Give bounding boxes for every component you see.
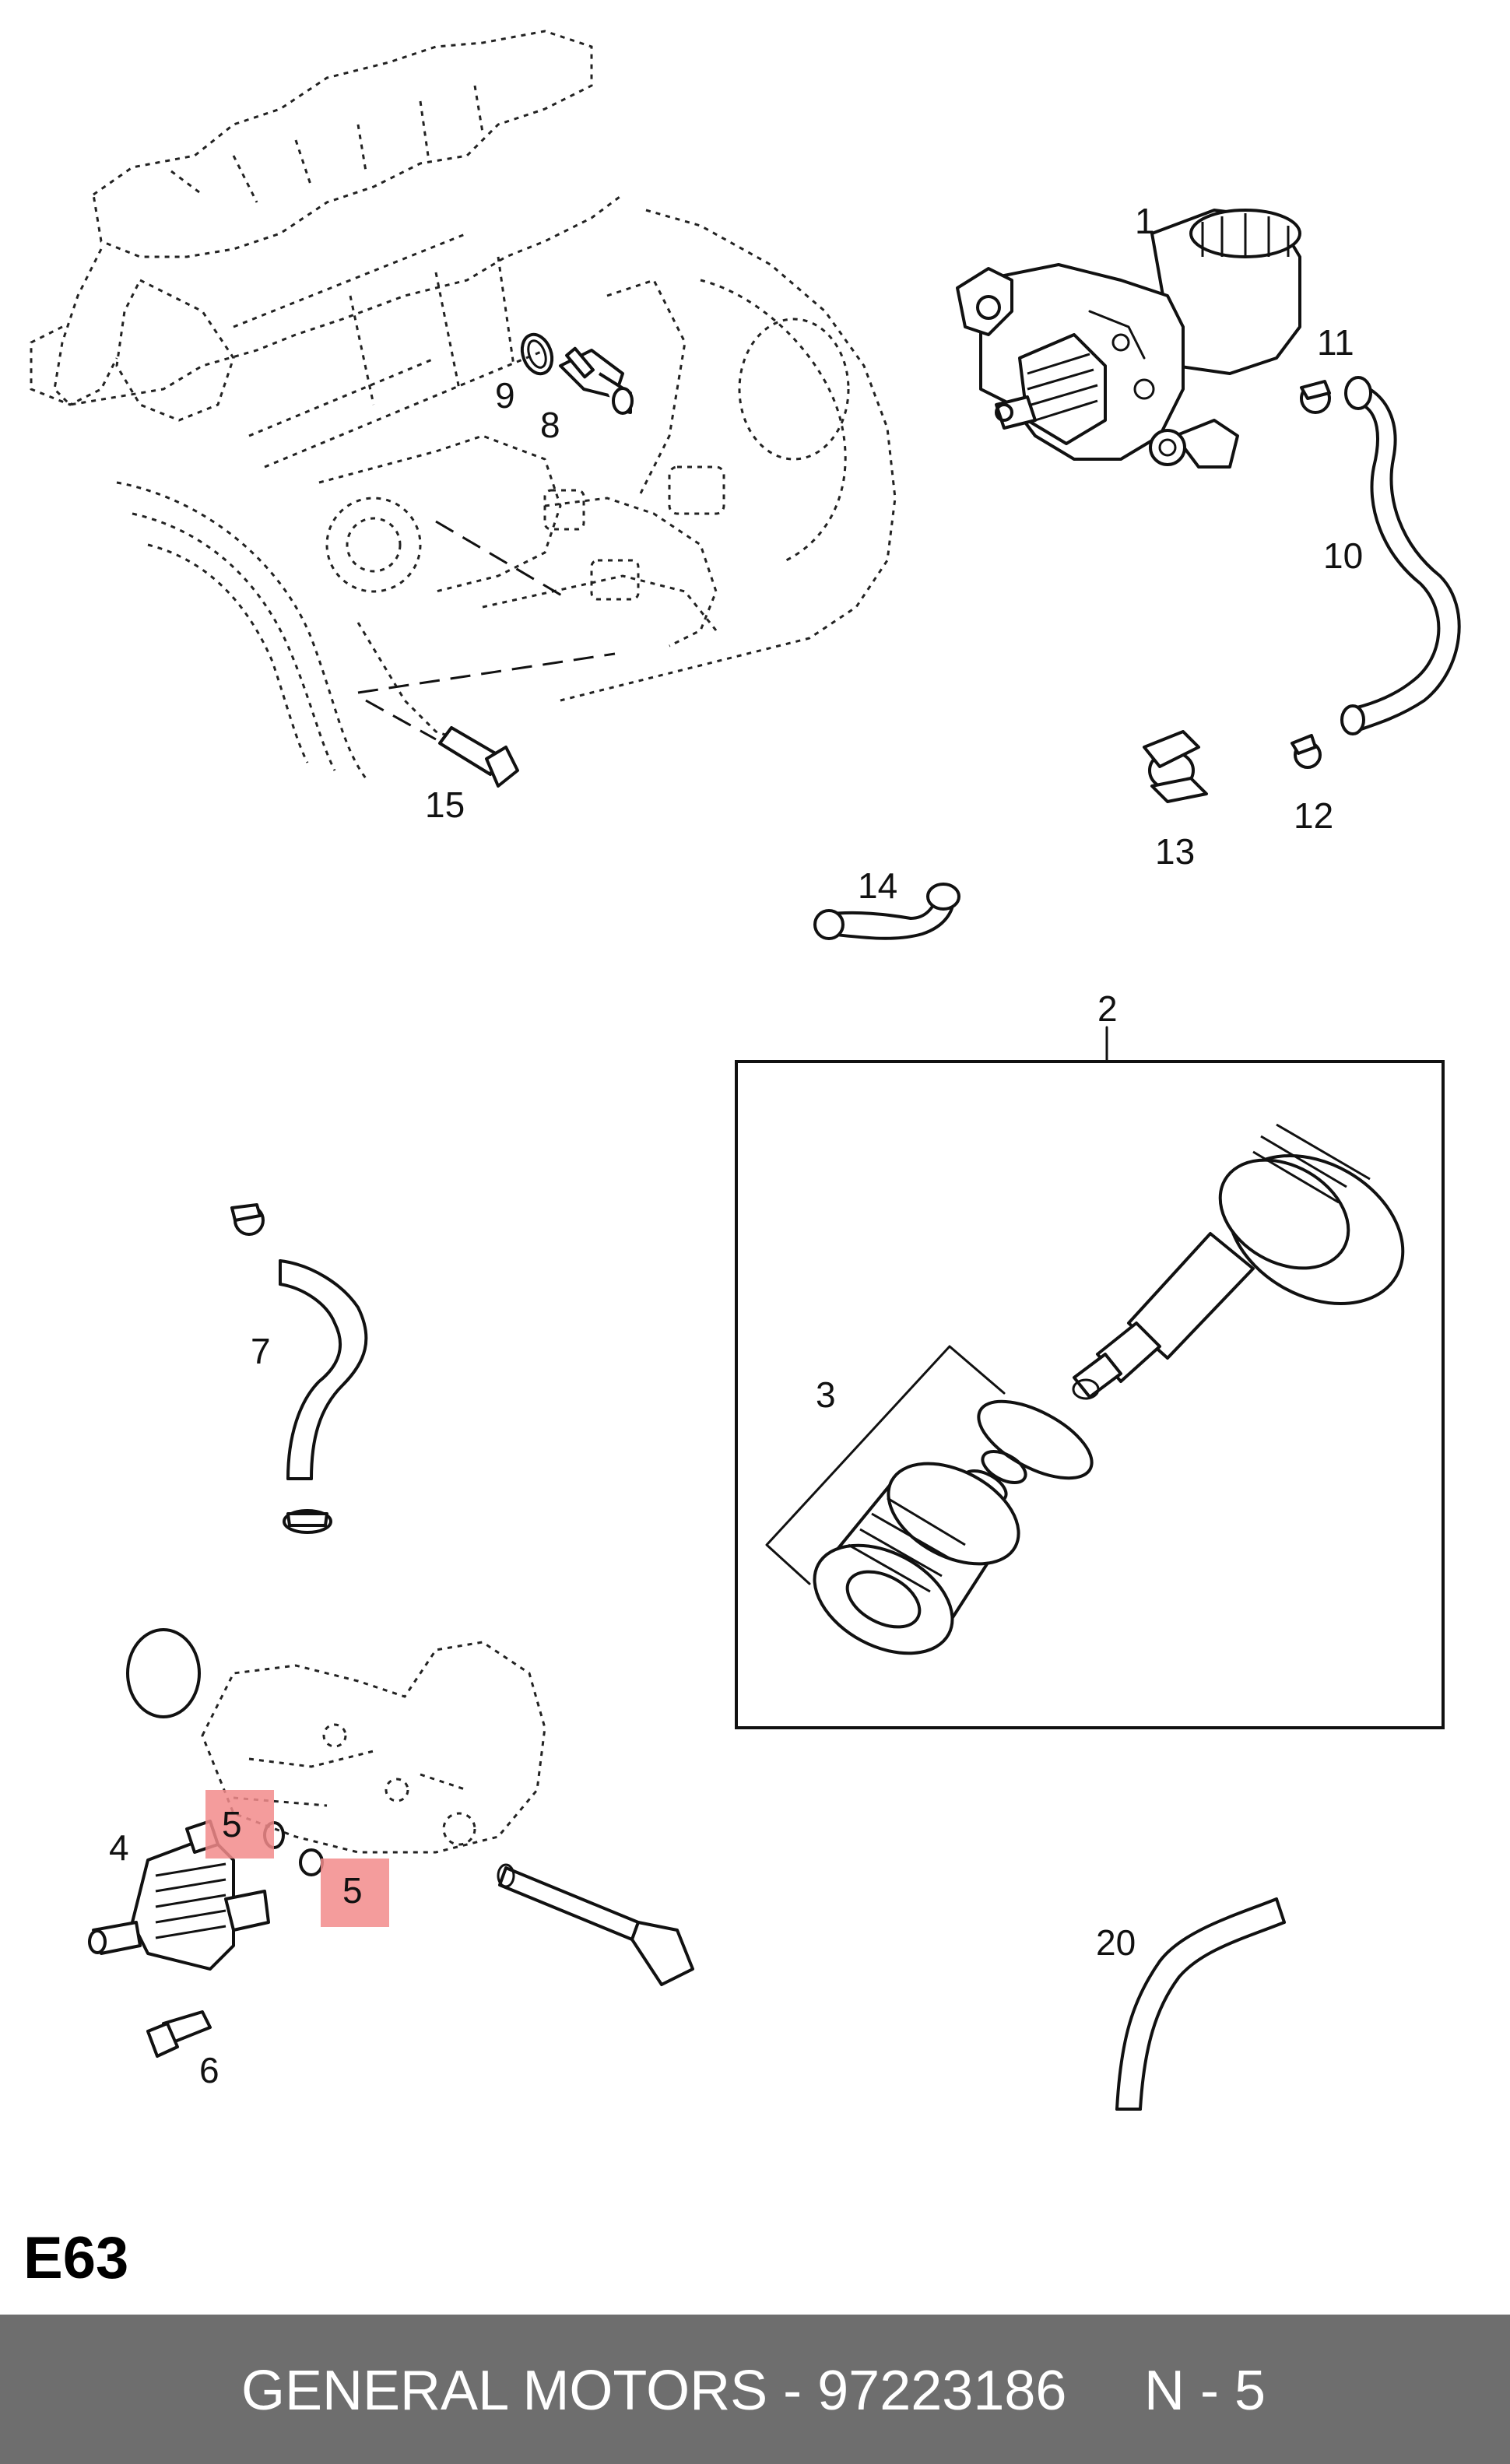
section-code: E63 <box>23 2225 129 2291</box>
footer-bar: GENERAL MOTORS - 97223186 N - 5 <box>0 2315 1510 2464</box>
label-4: 4 <box>109 1827 129 1868</box>
label-15: 15 <box>425 784 465 825</box>
footer-page-ref: N - 5 <box>1144 2360 1266 2422</box>
part-1-oil-filter-housing <box>956 209 1301 469</box>
part-2-filter-kit-box <box>735 1026 1445 1729</box>
part-11-clamp <box>1300 380 1331 414</box>
label-7: 7 <box>251 1331 271 1371</box>
label-12: 12 <box>1294 795 1333 836</box>
long-bolt <box>497 1863 694 1986</box>
part-15-bolt <box>438 726 519 788</box>
part-14-hose <box>813 883 960 940</box>
label-9: 9 <box>495 375 515 416</box>
label-5a: 5 <box>222 1804 242 1844</box>
part-20-hose <box>1115 1897 1286 2111</box>
engine-block-outline <box>30 30 897 779</box>
label-5b: 5 <box>342 1870 363 1911</box>
label-14: 14 <box>858 865 897 906</box>
part-8-fitting <box>559 346 634 415</box>
part-7-hose <box>230 1203 368 1534</box>
label-8: 8 <box>540 405 560 445</box>
part-9-o-ring <box>520 332 554 376</box>
label-1: 1 <box>1135 201 1155 241</box>
part-10-hose <box>1340 376 1461 735</box>
part-12-clamp <box>1291 734 1322 769</box>
label-6: 6 <box>199 2050 219 2090</box>
label-20: 20 <box>1096 1922 1136 1963</box>
highlight-5b <box>321 1859 389 1927</box>
label-10: 10 <box>1323 535 1363 576</box>
highlight-5a <box>205 1790 274 1859</box>
label-3: 3 <box>816 1374 836 1415</box>
part-6-bolt <box>146 2010 212 2058</box>
label-2: 2 <box>1097 988 1118 1029</box>
part-4-cooler-assembly <box>88 1628 546 1971</box>
part-13-clamp <box>1143 730 1208 803</box>
footer-brand-part-number: GENERAL MOTORS - 97223186 <box>241 2360 1067 2422</box>
label-11: 11 <box>1317 322 1354 363</box>
label-13: 13 <box>1155 831 1195 872</box>
